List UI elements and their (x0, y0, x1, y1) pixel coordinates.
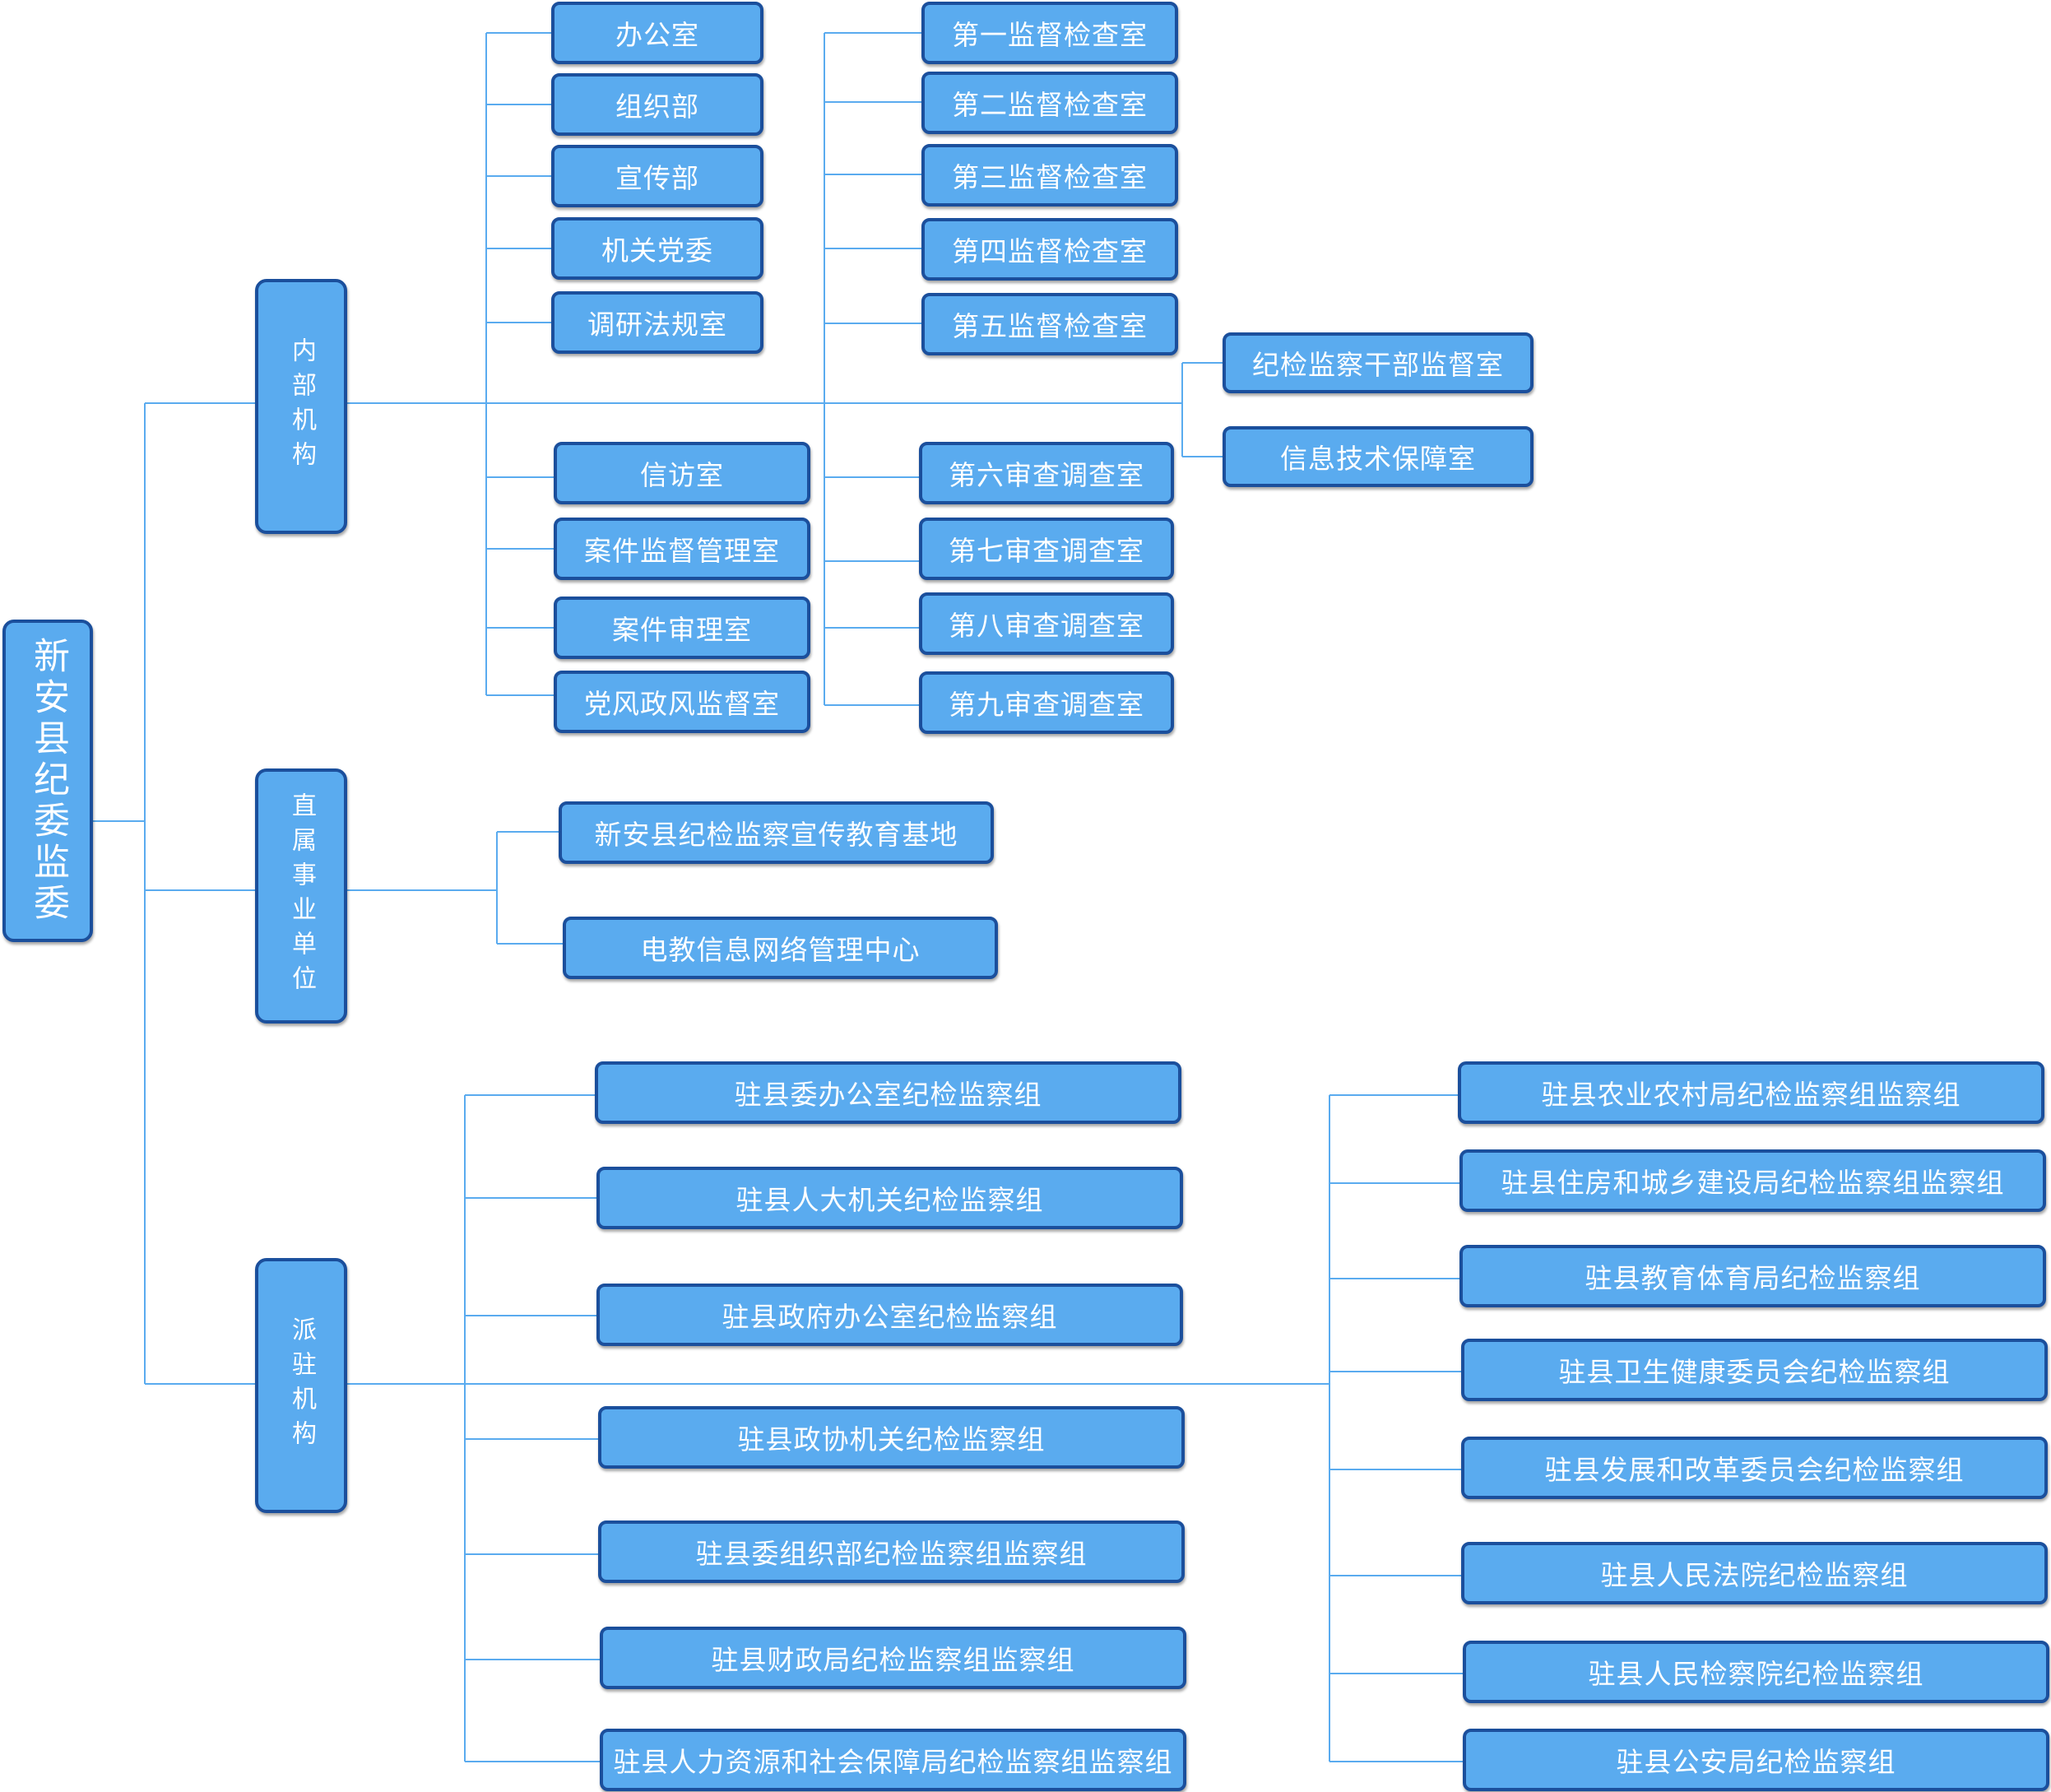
group-internal: 内部机构 (255, 279, 347, 534)
affiliated-unit: 电教信息网络管理中心 (563, 917, 998, 979)
supervision-room: 第九审查调查室 (919, 671, 1174, 734)
dispatched-group: 驻县人民法院纪检监察组 (1461, 1542, 2048, 1604)
supervision-room: 第五监督检查室 (921, 293, 1178, 355)
dispatched-group: 驻县政府办公室纪检监察组 (596, 1284, 1183, 1346)
supervision-room: 第四监督检查室 (921, 218, 1178, 281)
dispatched-group: 驻县教育体育局纪检监察组 (1459, 1245, 2046, 1307)
dispatched-group: 驻县农业农村局纪检监察组监察组 (1458, 1061, 2044, 1124)
dispatched-group: 驻县人力资源和社会保障局纪检监察组监察组 (600, 1729, 1186, 1791)
supervision-room: 第七审查调查室 (919, 518, 1174, 580)
internal-office: 调研法规室 (551, 291, 763, 354)
supervision-room: 第三监督检查室 (921, 144, 1178, 207)
supervision-room: 第八审查调查室 (919, 592, 1174, 655)
dispatched-group: 驻县人民检察院纪检监察组 (1463, 1641, 2049, 1703)
affiliated-unit: 新安县纪检监察宣传教育基地 (559, 801, 994, 864)
dispatched-group: 驻县委办公室纪检监察组 (595, 1061, 1181, 1124)
dispatched-group: 驻县公安局纪检监察组 (1463, 1729, 2049, 1791)
internal-office: 办公室 (551, 2, 763, 64)
dispatched-group: 驻县财政局纪检监察组监察组 (600, 1627, 1186, 1689)
group-affiliated: 直属事业单位 (255, 768, 347, 1024)
internal-office: 案件监督管理室 (554, 518, 810, 580)
supervision-room: 第一监督检查室 (921, 2, 1178, 64)
internal-office: 宣传部 (551, 145, 763, 207)
internal-office: 机关党委 (551, 217, 763, 280)
internal-office: 党风政风监督室 (554, 671, 810, 733)
internal-office: 信访室 (554, 442, 810, 504)
group-dispatched: 派驻机构 (255, 1258, 347, 1513)
dispatched-group: 驻县卫生健康委员会纪检监察组 (1461, 1339, 2048, 1401)
supervision-room: 第二监督检查室 (921, 72, 1178, 134)
internal-office: 案件审理室 (554, 597, 810, 659)
dispatched-group: 驻县委组织部纪检监察组监察组 (598, 1520, 1185, 1583)
dispatched-group: 驻县住房和城乡建设局纪检监察组监察组 (1459, 1149, 2046, 1212)
dispatched-group: 驻县人大机关纪检监察组 (596, 1167, 1183, 1229)
dispatched-group: 驻县政协机关纪检监察组 (598, 1406, 1185, 1469)
internal-office: 组织部 (551, 73, 763, 136)
dispatched-group: 驻县发展和改革委员会纪检监察组 (1461, 1437, 2048, 1499)
extra-room: 纪检监察干部监督室 (1223, 332, 1534, 393)
supervision-room: 第六审查调查室 (919, 442, 1174, 504)
extra-room: 信息技术保障室 (1223, 426, 1534, 487)
root-node: 新安县纪委监委 (2, 620, 93, 942)
